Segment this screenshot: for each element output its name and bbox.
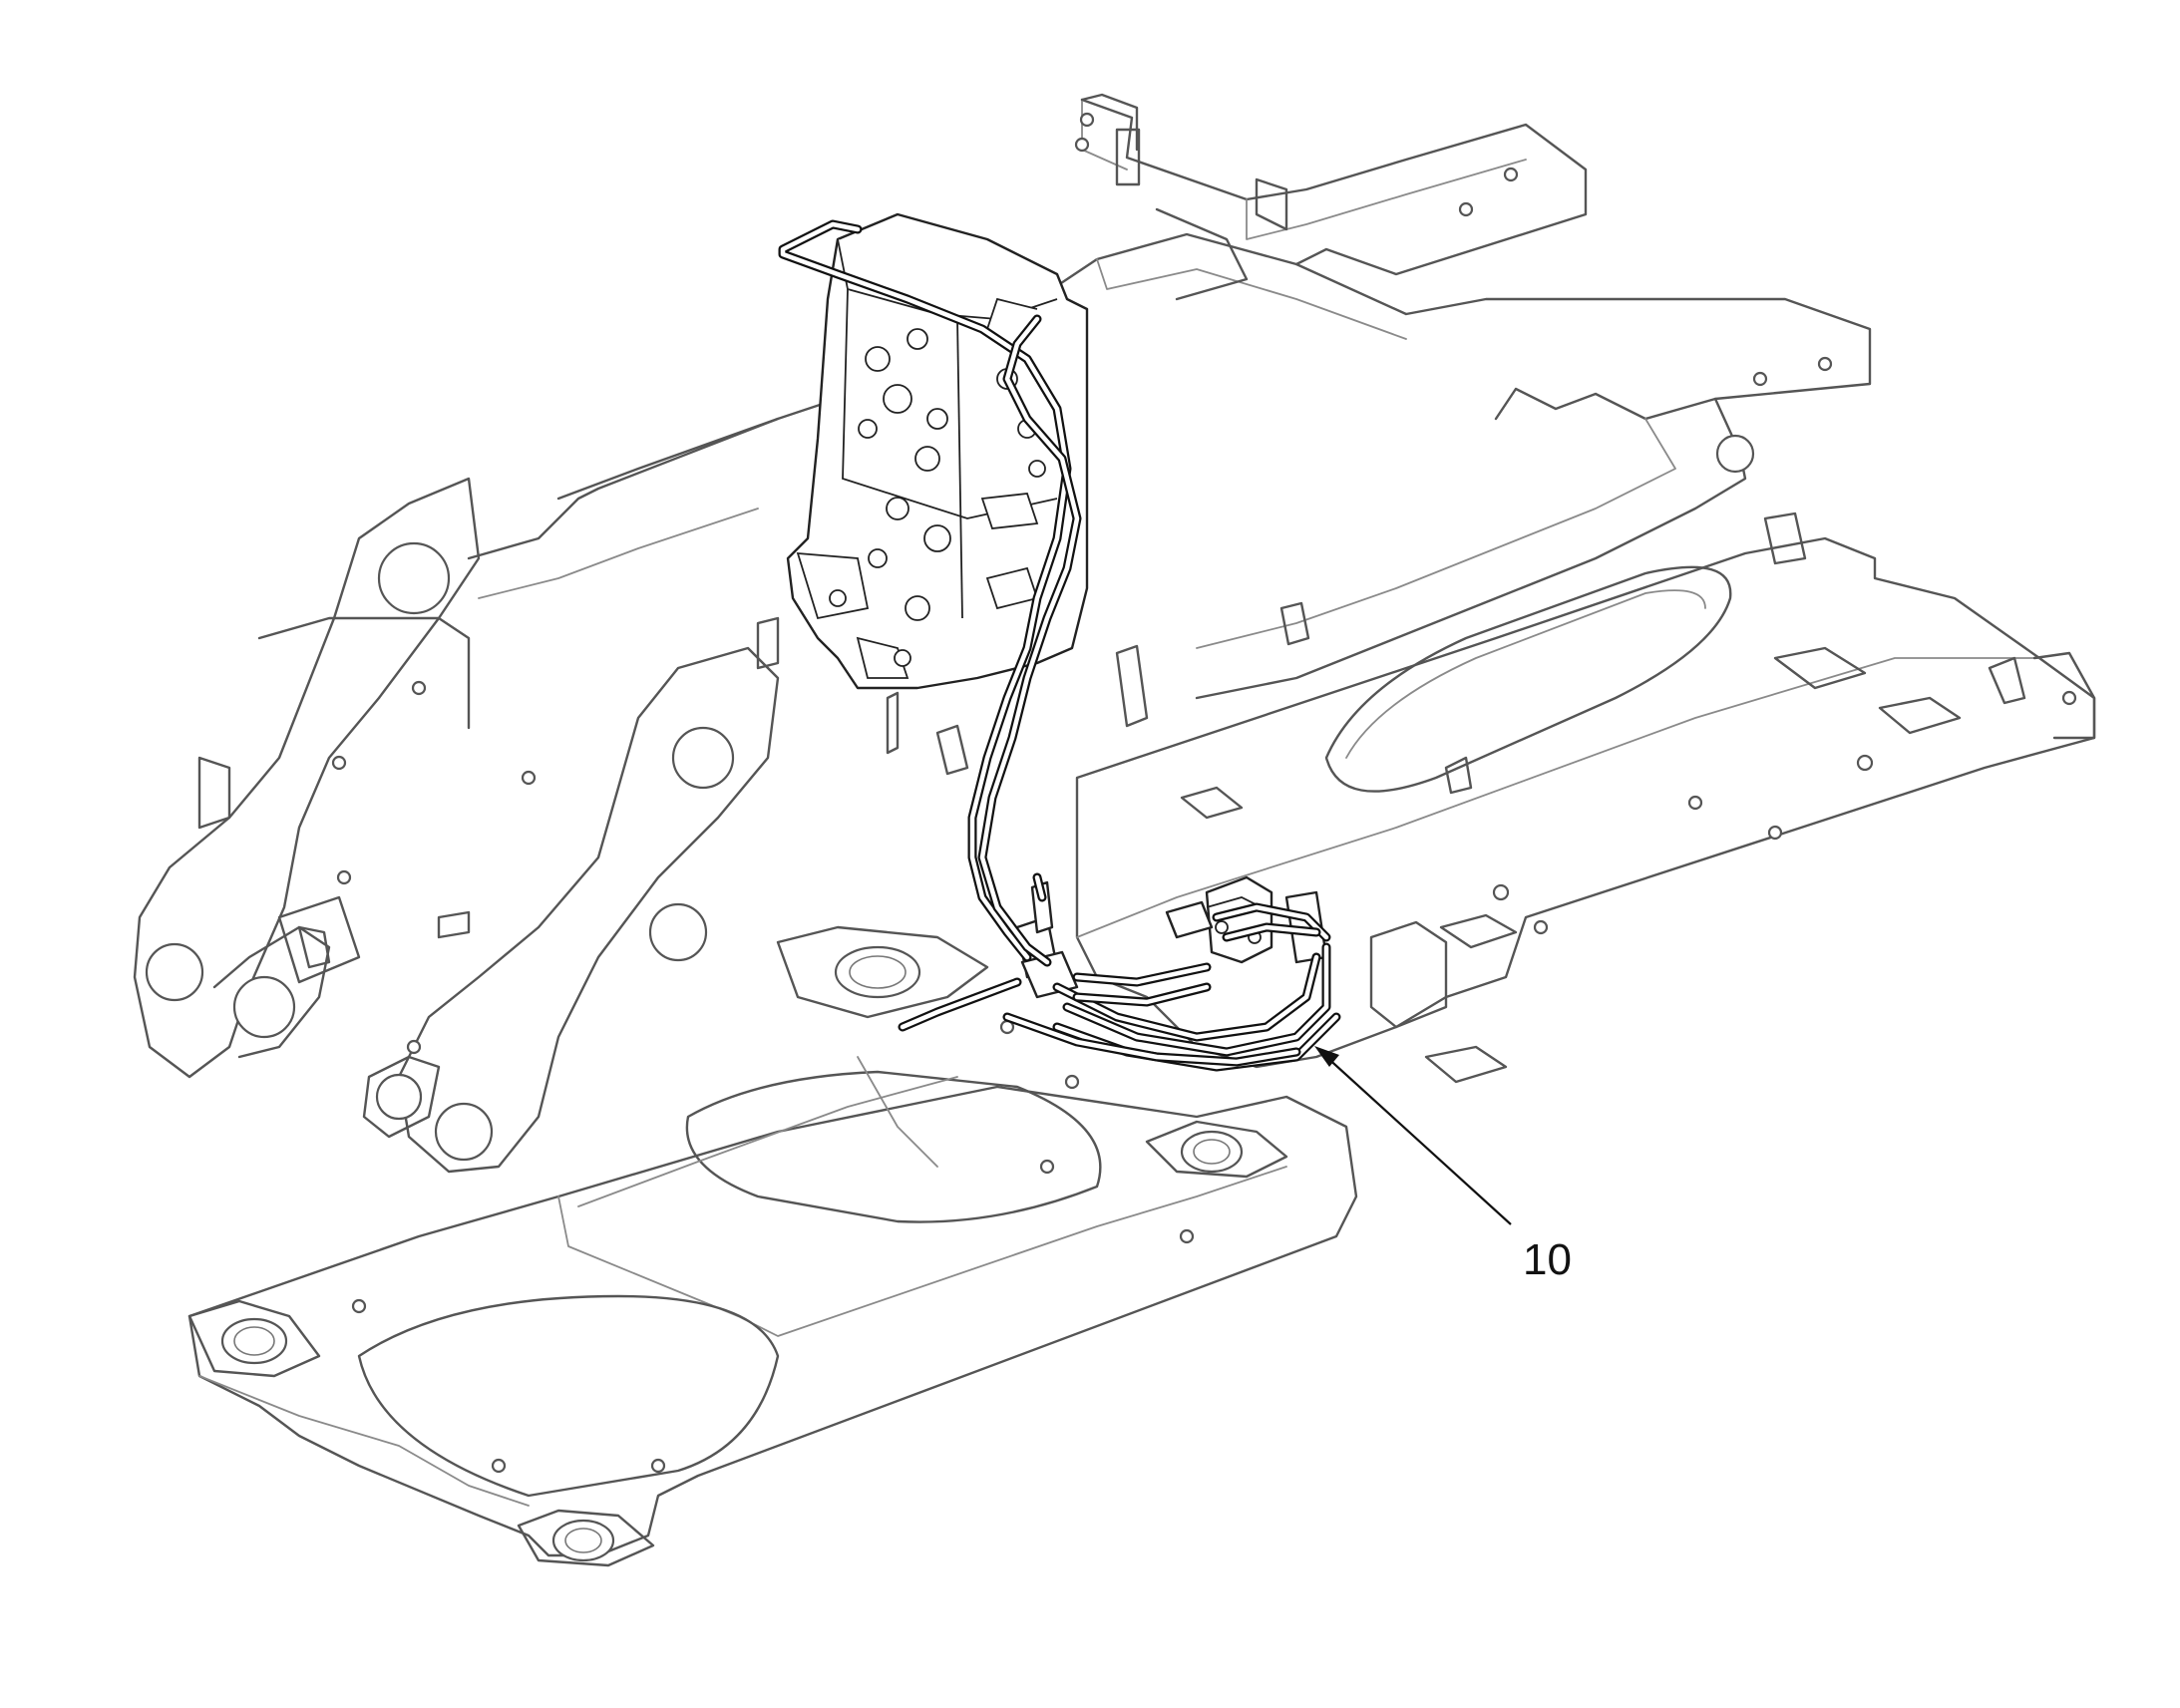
callout-arrowhead xyxy=(1314,1046,1339,1067)
hydraulic-hoses xyxy=(778,219,1341,1072)
rear-upper-frame xyxy=(556,93,1872,700)
callout-leader xyxy=(1323,1054,1512,1225)
pilot-valve-blocks xyxy=(1015,875,1328,999)
control-valve-stack xyxy=(786,212,1089,690)
boom-mount xyxy=(133,417,1310,1174)
right-side-frame xyxy=(1075,512,2096,1084)
callout-label: 10 xyxy=(1523,1235,1572,1284)
front-lower-frame xyxy=(187,925,1358,1567)
callout-10: 10 xyxy=(1314,1046,1572,1284)
